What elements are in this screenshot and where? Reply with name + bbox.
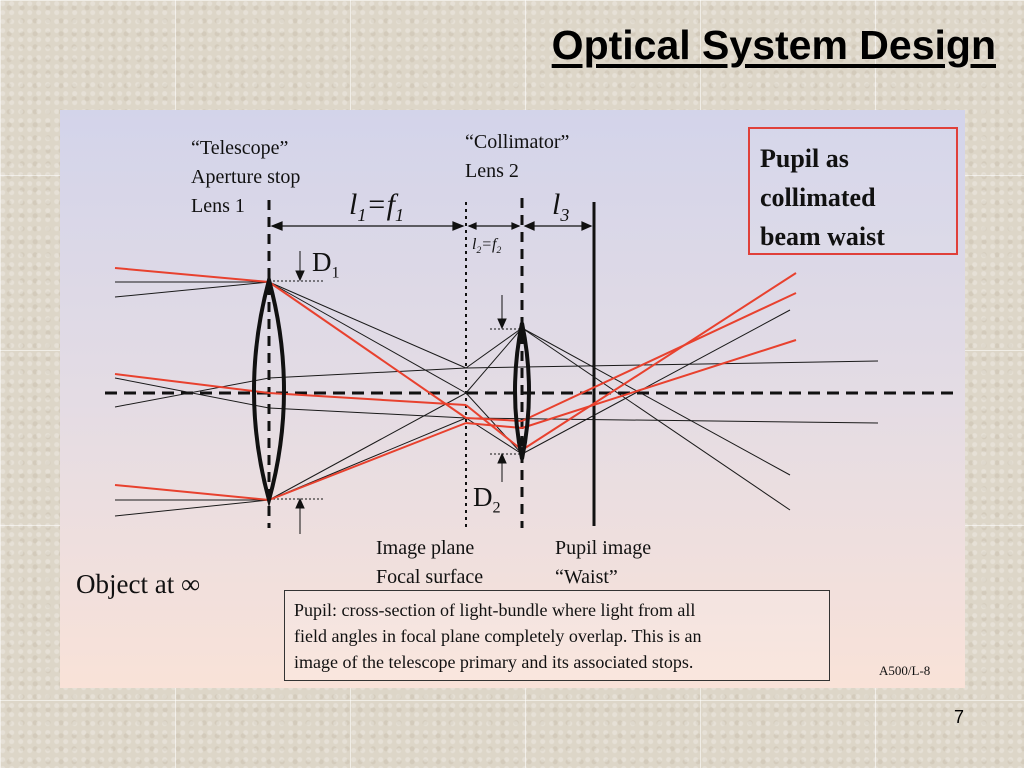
figure-code: A500/L-8	[879, 663, 931, 678]
object-at-infinity-label: Object at ∞	[76, 569, 201, 599]
pupil-image-label-line-1: Pupil image	[555, 537, 652, 559]
definition-line-3: image of the telescope primary and its a…	[294, 652, 694, 672]
pupil-definition-box: Pupil: cross-section of light-bundle whe…	[284, 590, 830, 681]
optical-diagram-panel: “Telescope” Aperture stop Lens 1 “Collim…	[60, 110, 965, 688]
slide-title: Optical System Design	[551, 22, 996, 68]
l3-dimension	[523, 221, 593, 231]
definition-line-1: Pupil: cross-section of light-bundle whe…	[294, 600, 696, 620]
pupil-image-label: Pupil image “Waist”	[555, 534, 651, 592]
image-plane-label-line-2: Focal surface	[376, 566, 484, 588]
l1-dimension	[270, 221, 465, 231]
collimator-label-line-2: Lens 2	[465, 160, 519, 182]
definition-line-2: field angles in focal plane completely o…	[294, 626, 702, 646]
lens-2	[513, 322, 531, 460]
image-plane-label-line-1: Image plane	[376, 537, 475, 559]
marginal-rays	[114, 281, 879, 517]
l3-label: l3	[552, 188, 570, 225]
d1-marker	[269, 251, 325, 534]
collimator-label: “Collimator” Lens 2	[465, 128, 569, 186]
image-plane-label: Image plane Focal surface	[376, 534, 483, 592]
l1-label: l1=f1	[349, 188, 404, 225]
chief-rays	[114, 267, 797, 501]
d2-marker	[490, 295, 522, 482]
lens-1	[252, 272, 286, 508]
optical-diagram	[105, 198, 960, 534]
callout-line-1: Pupil as	[760, 144, 849, 173]
callout-line-3: beam waist	[760, 222, 885, 251]
callout-line-2: collimated	[760, 183, 876, 212]
telescope-label-line-3: Lens 1	[191, 195, 245, 217]
page-number: 7	[953, 707, 964, 727]
pupil-image-label-line-2: “Waist”	[555, 566, 618, 588]
l2-dimension	[467, 222, 521, 230]
d2-label: D2	[473, 482, 501, 517]
telescope-label: “Telescope” Aperture stop Lens 1	[191, 134, 300, 221]
telescope-label-line-2: Aperture stop	[191, 166, 301, 188]
d1-label: D1	[312, 247, 340, 282]
telescope-label-line-1: “Telescope”	[191, 137, 289, 159]
l2-label: l2=f2	[472, 236, 502, 257]
collimator-label-line-1: “Collimator”	[465, 131, 570, 153]
pupil-callout-box: Pupil as collimated beam waist	[748, 127, 958, 255]
